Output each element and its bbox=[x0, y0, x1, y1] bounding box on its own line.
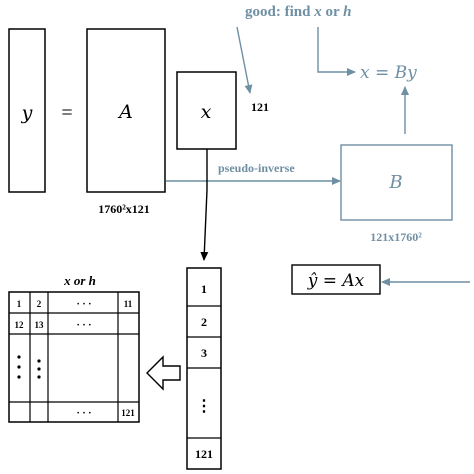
grid-bottom-dots: · · · bbox=[76, 408, 91, 419]
good-x: x bbox=[313, 4, 322, 20]
b-matrix-box bbox=[340, 144, 453, 221]
x-to-column-arrow bbox=[200, 149, 209, 261]
a-label: A bbox=[117, 101, 133, 123]
grid-cell-11: 11 bbox=[124, 299, 133, 309]
grid-vdot bbox=[17, 355, 21, 359]
column-cell-121: 121 bbox=[195, 447, 213, 461]
good-prefix: good: find bbox=[245, 4, 314, 20]
y-label: y bbox=[21, 102, 33, 124]
column-cell-dots: ⋮ bbox=[196, 398, 212, 415]
grid-vdot bbox=[17, 365, 21, 369]
y-hat-label: ŷ = Ax bbox=[307, 271, 365, 291]
a-matrix-box bbox=[86, 28, 166, 193]
a-size-label: 1760²x121 bbox=[98, 202, 150, 216]
x-or-h-grid: 1 2 · · · 11 12 13 · · · · · · 121 bbox=[8, 291, 140, 423]
grid-vdot bbox=[37, 359, 41, 363]
good-caption: good: find x or h bbox=[245, 4, 351, 20]
grid-title: x or h bbox=[63, 273, 96, 288]
caption-to-xby-arrow bbox=[317, 27, 356, 76]
grid-cell-12: 12 bbox=[15, 320, 25, 330]
column-to-grid-arrow bbox=[146, 355, 181, 391]
caption-to-x-arrow bbox=[236, 26, 253, 94]
y-vector-box bbox=[8, 28, 46, 193]
grid-frame bbox=[8, 291, 140, 423]
x-equals-by-label: x = By bbox=[360, 63, 417, 83]
grid-row1-dots: · · · bbox=[76, 299, 91, 310]
good-or: or bbox=[322, 4, 343, 20]
column-cell-2: 2 bbox=[201, 315, 207, 329]
grid-vdot bbox=[37, 375, 41, 379]
grid-row2-dots: · · · bbox=[76, 320, 91, 331]
b-label: B bbox=[388, 172, 402, 193]
column-cell-1: 1 bbox=[201, 282, 207, 296]
column-vector: 1 2 3 ⋮ 121 bbox=[186, 267, 222, 470]
y-hat-box bbox=[291, 264, 381, 295]
grid-cell-2: 2 bbox=[37, 299, 42, 309]
grid-vdot bbox=[37, 367, 41, 371]
grid-cell-1: 1 bbox=[17, 299, 22, 309]
grid-cell-121: 121 bbox=[121, 408, 135, 418]
x-label: x bbox=[201, 101, 212, 123]
b-size-label: 121x1760² bbox=[370, 230, 422, 244]
column-cell-3: 3 bbox=[201, 346, 207, 360]
x-size-label: 121 bbox=[251, 100, 269, 114]
good-h: h bbox=[343, 4, 351, 20]
grid-cell-13: 13 bbox=[35, 320, 45, 330]
grid-vdot bbox=[17, 375, 21, 379]
equals-sign: = bbox=[61, 102, 72, 124]
pseudo-inverse-label: pseudo-inverse bbox=[218, 161, 295, 175]
